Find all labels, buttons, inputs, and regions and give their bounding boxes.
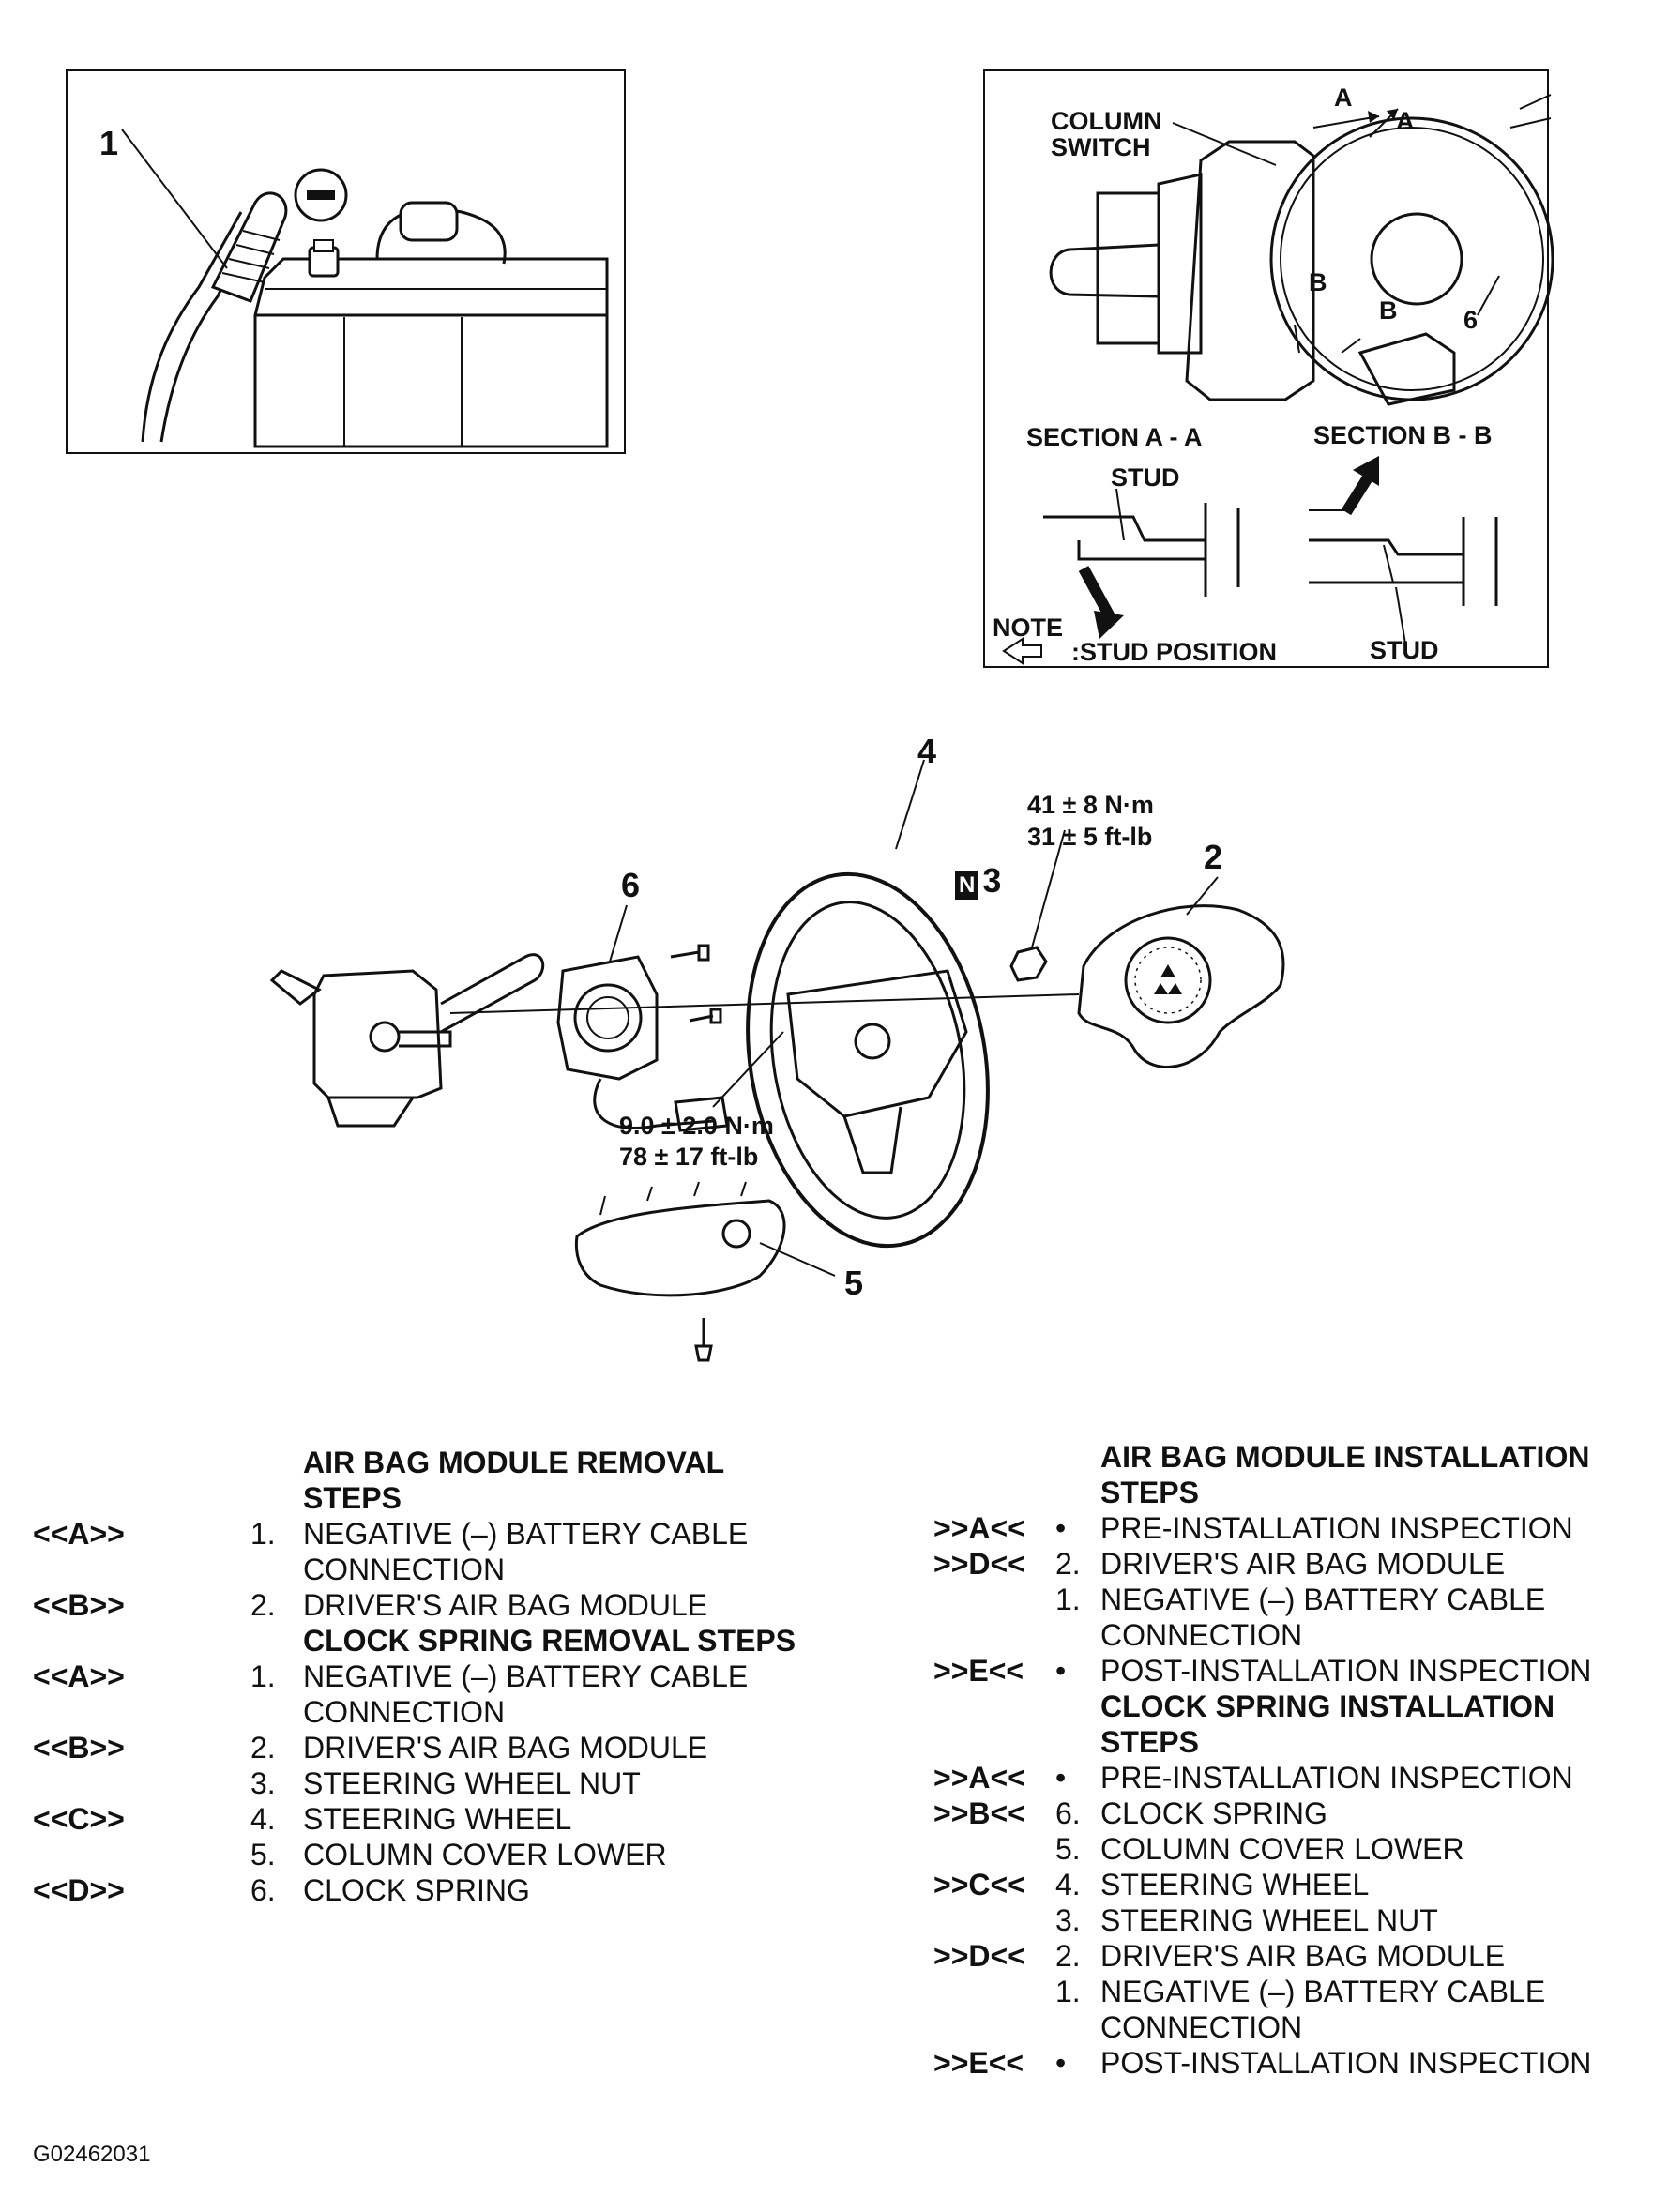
- section-aa-label: SECTION A - A: [1026, 423, 1203, 451]
- step-number: 6.: [1055, 1796, 1081, 1830]
- step-text: DRIVER'S AIR BAG MODULE: [303, 1588, 708, 1622]
- step-text: DRIVER'S AIR BAG MODULE: [1100, 1547, 1506, 1581]
- section-heading: CLOCK SPRING REMOVAL STEPS: [303, 1624, 796, 1658]
- column-switch-label-2: SWITCH: [1051, 133, 1151, 161]
- step-number: 1.: [1055, 1975, 1081, 2008]
- figure-id: G02462031: [33, 2142, 151, 2167]
- marker-a-1: A: [1334, 83, 1353, 112]
- step-text: DRIVER'S AIR BAG MODULE: [1100, 1939, 1506, 1973]
- callout-6-clock-spring: 6: [621, 866, 641, 904]
- step-number: 3.: [250, 1766, 276, 1800]
- step-tag: >>A<<: [933, 1761, 1025, 1795]
- airbag-removal-heading-2: STEPS: [303, 1481, 402, 1515]
- callout-5-column-cover: 5: [844, 1264, 864, 1302]
- step-text: POST-INSTALLATION INSPECTION: [1100, 1654, 1592, 1688]
- battery-panel: 1: [66, 69, 626, 454]
- step-number: 1.: [1055, 1583, 1081, 1616]
- step-number: •: [1055, 1654, 1067, 1688]
- callout-4-steering-wheel: 4: [917, 732, 937, 770]
- step-number: 2.: [250, 1731, 276, 1765]
- step-text: NEGATIVE (–) BATTERY CABLE: [303, 1517, 749, 1551]
- step-tag: <<C>>: [33, 1802, 125, 1836]
- callout-2-airbag-module: 2: [1204, 838, 1223, 876]
- torque-nut-nm: 41 ± 8 N·m: [1027, 791, 1154, 819]
- column-switch-illustration: [1002, 94, 1554, 665]
- column-switch-panel: COLUMN SWITCH A A B B 6 SECTION A - A SE…: [983, 69, 1554, 668]
- torque-screw-nm: 9.0 ± 2.0 N·m: [619, 1112, 774, 1140]
- step-number: 1.: [250, 1659, 276, 1693]
- step-number: •: [1055, 1761, 1067, 1795]
- step-text: PRE-INSTALLATION INSPECTION: [1100, 1511, 1573, 1545]
- new-part-badge: N: [955, 871, 979, 900]
- step-tag: <<D>>: [33, 1873, 125, 1907]
- step-number: •: [1055, 2046, 1067, 2080]
- step-tag: >>E<<: [933, 2046, 1024, 2080]
- step-text: PRE-INSTALLATION INSPECTION: [1100, 1761, 1573, 1795]
- airbag-install-heading-1: AIR BAG MODULE INSTALLATION: [1100, 1440, 1590, 1474]
- step-number: 4.: [250, 1802, 276, 1836]
- airbag-install-heading-2: STEPS: [1100, 1476, 1199, 1509]
- torque-screw-ftlb: 78 ± 17 ft-lb: [619, 1143, 759, 1171]
- step-number: 2.: [250, 1588, 276, 1622]
- step-text: STEERING WHEEL NUT: [1100, 1903, 1438, 1937]
- step-text: DRIVER'S AIR BAG MODULE: [303, 1731, 708, 1765]
- step-text: CONNECTION: [303, 1553, 506, 1586]
- airbag-removal-heading-1: AIR BAG MODULE REMOVAL: [303, 1446, 725, 1479]
- step-text: CONNECTION: [1100, 1618, 1303, 1652]
- step-text: COLUMN COVER LOWER: [1100, 1832, 1464, 1866]
- step-text: CONNECTION: [1100, 2010, 1303, 2044]
- note-label: NOTE: [993, 614, 1064, 642]
- step-text: STEERING WHEEL: [1100, 1868, 1370, 1901]
- section-heading: CLOCK SPRING INSTALLATION: [1100, 1689, 1555, 1723]
- step-text: COLUMN COVER LOWER: [303, 1838, 667, 1871]
- step-number: 5.: [1055, 1832, 1081, 1866]
- step-tag: >>E<<: [933, 1654, 1024, 1688]
- step-tag: <<B>>: [33, 1588, 125, 1622]
- step-tag: >>C<<: [933, 1868, 1025, 1901]
- stud-label-bottom: STUD: [1370, 636, 1439, 664]
- step-number: 4.: [1055, 1868, 1081, 1901]
- step-text: STEERING WHEEL NUT: [303, 1766, 641, 1800]
- marker-a-2: A: [1396, 107, 1415, 135]
- step-text: CLOCK SPRING: [1100, 1796, 1327, 1830]
- step-number: 3.: [1055, 1903, 1081, 1937]
- step-tag: <<A>>: [33, 1517, 125, 1551]
- exploded-steering-illustration: [269, 759, 1285, 1362]
- marker-b-1: B: [1309, 268, 1327, 296]
- step-number: 6.: [250, 1873, 276, 1907]
- stud-label-top: STUD: [1111, 463, 1180, 492]
- section-heading: STEPS: [1100, 1725, 1199, 1759]
- step-text: NEGATIVE (–) BATTERY CABLE: [1100, 1975, 1546, 2008]
- step-text: NEGATIVE (–) BATTERY CABLE: [303, 1659, 749, 1693]
- step-number: •: [1055, 1511, 1067, 1545]
- step-tag: >>A<<: [933, 1511, 1025, 1545]
- step-text: NEGATIVE (–) BATTERY CABLE: [1100, 1583, 1546, 1616]
- step-tag: >>D<<: [933, 1547, 1025, 1581]
- step-text: STEERING WHEEL: [303, 1802, 572, 1836]
- step-tag: <<B>>: [33, 1731, 125, 1765]
- callout-3-number: 3: [982, 861, 1002, 900]
- callout-1: 1: [99, 124, 119, 162]
- callout-6-panel: 6: [1463, 306, 1479, 334]
- step-number: 2.: [1055, 1939, 1081, 1973]
- step-number: 5.: [250, 1838, 276, 1871]
- step-tag: <<A>>: [33, 1659, 125, 1693]
- section-bb-label: SECTION B - B: [1313, 421, 1493, 449]
- step-number: 2.: [1055, 1547, 1081, 1581]
- battery-illustration: [121, 129, 609, 448]
- step-tag: >>D<<: [933, 1939, 1025, 1973]
- step-number: 1.: [250, 1517, 276, 1551]
- step-text: POST-INSTALLATION INSPECTION: [1100, 2046, 1592, 2080]
- stud-position-note: :STUD POSITION: [1071, 638, 1278, 666]
- step-tag: >>B<<: [933, 1796, 1025, 1830]
- step-text: CLOCK SPRING: [303, 1873, 530, 1907]
- column-switch-label-1: COLUMN: [1051, 107, 1162, 135]
- torque-nut-ftlb: 31 ± 5 ft-lb: [1027, 823, 1153, 851]
- marker-b-2: B: [1379, 296, 1398, 325]
- step-text: CONNECTION: [303, 1695, 506, 1729]
